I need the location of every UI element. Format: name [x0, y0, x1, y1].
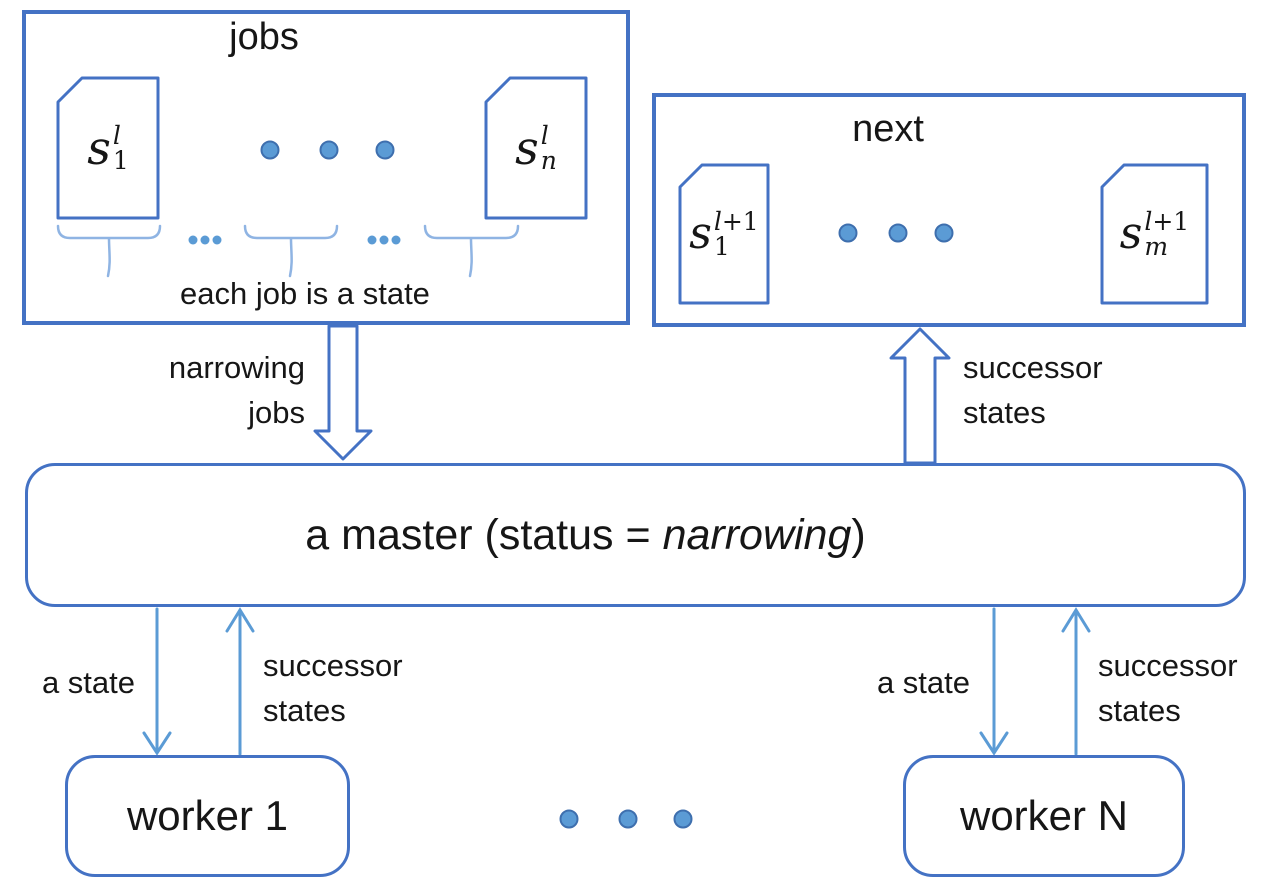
master-label-suffix: ) [851, 510, 866, 559]
arrow-up-icon [225, 607, 255, 756]
ellipsis-dots-icon [559, 809, 693, 829]
a-state-label: a state [41, 665, 135, 700]
next-title: next [852, 108, 924, 150]
worker-1-box: worker 1 [65, 755, 350, 877]
document-icon [56, 76, 160, 220]
worker-n-label: worker N [959, 792, 1129, 839]
master-box: a master (status = narrowing) [25, 463, 1246, 607]
underbrace-icon [423, 224, 520, 278]
next-box [652, 93, 1246, 327]
master-status-value: narrowing [662, 510, 852, 559]
document-icon [678, 163, 770, 305]
jobs-title: jobs [229, 16, 299, 58]
a-state-label: a state [876, 665, 970, 700]
block-arrow-down-icon [313, 324, 373, 461]
master-label-prefix: a master (status = [305, 510, 663, 559]
successor-states-label: successor states [263, 648, 403, 728]
ellipsis-dots-icon [367, 235, 401, 245]
jobs-caption: each job is a state [180, 276, 430, 311]
document-icon [1100, 163, 1209, 305]
underbrace-icon [56, 224, 162, 278]
arrow-down-icon [979, 607, 1009, 756]
underbrace-icon [243, 224, 339, 278]
narrowing-jobs-label: narrowing jobs [168, 350, 305, 430]
block-arrow-up-icon [889, 327, 951, 465]
worker-n-box: worker N [903, 755, 1185, 877]
master-label: a master (status = narrowing) [28, 511, 1243, 560]
document-icon [484, 76, 588, 220]
arrow-down-icon [142, 607, 172, 756]
successor-states-label: successor states [1098, 648, 1238, 728]
jobs-box [22, 10, 630, 325]
worker-1-label: worker 1 [126, 792, 289, 839]
ellipsis-dots-icon [260, 140, 395, 160]
arrow-up-icon [1061, 607, 1091, 756]
successor-states-label: successor states [963, 350, 1103, 430]
ellipsis-dots-icon [838, 223, 954, 243]
ellipsis-dots-icon [188, 235, 222, 245]
